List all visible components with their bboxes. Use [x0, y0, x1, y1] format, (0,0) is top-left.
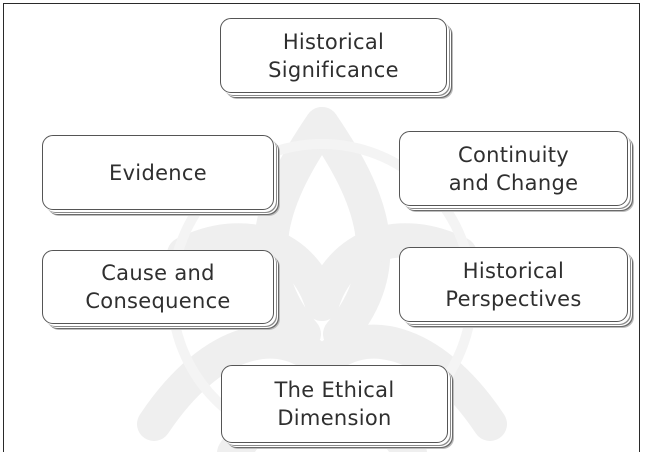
historical-perspectives-box: Historical Perspectives: [399, 247, 628, 322]
historical-significance-box: Historical Significance: [220, 18, 447, 93]
ethical-dimension-box: The Ethical Dimension: [221, 365, 448, 443]
continuity-and-change-box: Continuity and Change: [399, 131, 628, 206]
cause-and-consequence-box: Cause and Consequence: [42, 250, 274, 324]
diagram-frame: Historical Significance Evidence Continu…: [3, 3, 640, 452]
evidence-box: Evidence: [42, 135, 274, 210]
